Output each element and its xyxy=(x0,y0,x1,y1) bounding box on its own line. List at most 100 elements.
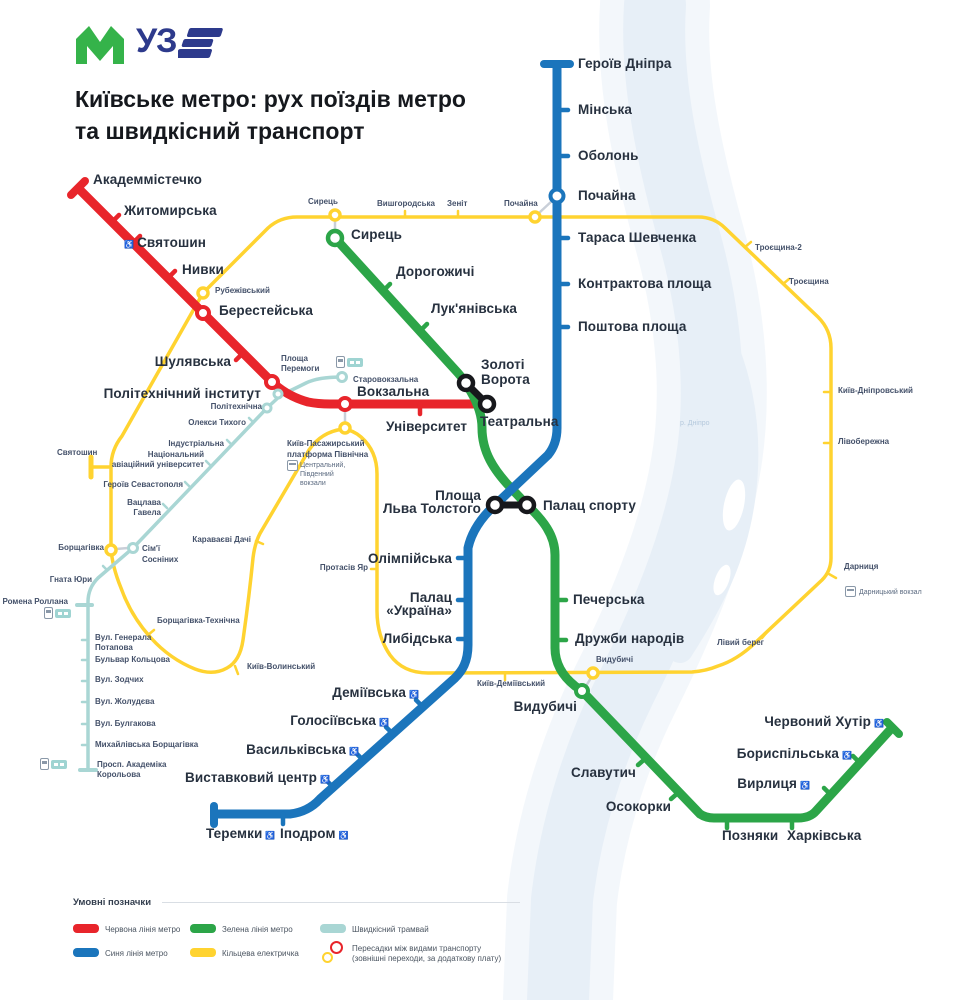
station-label-syrets-ring: Сирець xyxy=(308,197,338,206)
station-label-kyiv-pasazhyrskyi-2: платформа Північна xyxy=(287,450,369,459)
station-marker-pochaina-blue xyxy=(548,187,566,205)
station-label-pochaina-ring: Почайна xyxy=(504,199,538,208)
legend-label-tram: Швидкісний трамвай xyxy=(352,925,429,934)
station-marker-teatralna xyxy=(477,394,497,414)
wheelchair-icon: ♿ xyxy=(799,781,810,790)
station-label-text: Святошин xyxy=(137,235,206,250)
station-label-hnata-yury: Гната Юри xyxy=(49,575,92,584)
tram-route-badge xyxy=(55,609,71,618)
station-label-vatslava-havela-1: Вацлава xyxy=(127,498,161,507)
station-label-ipodrom: Іподром♿ xyxy=(280,827,349,841)
station-label-minska: Мінська xyxy=(578,102,632,117)
metro-logo xyxy=(74,24,126,71)
legend-title: Умовні позначки xyxy=(73,897,152,908)
station-label-teremky: Теремки♿ xyxy=(206,827,275,841)
red-line-ticks xyxy=(109,212,423,417)
station-label-vyshhorodska: Вишгородська xyxy=(377,199,435,208)
station-label-heroiv-dnipra: Героїв Дніпра xyxy=(578,56,672,71)
blue-line-ticks xyxy=(280,107,571,827)
station-label-text: Деміївська xyxy=(332,685,406,700)
station-label-nyvky: Нивки xyxy=(182,262,224,277)
station-label-druzhby-narodiv: Дружби народів xyxy=(575,631,685,646)
station-sublabel-tsentralnyi: Центральний, xyxy=(300,462,346,469)
station-label-text: Червоний Хутір xyxy=(764,714,871,729)
station-label-text: Іподром xyxy=(280,826,336,841)
station-label-universytet: Університет xyxy=(386,419,468,434)
station-label-vokzalna: Вокзальна xyxy=(357,384,430,399)
station-label-vyrlytsia: Вирлиця♿ xyxy=(737,777,810,791)
wheelchair-icon: ♿ xyxy=(378,718,389,727)
station-label-simi-sosninykh-1: Сім'ї xyxy=(142,544,161,553)
blue-line xyxy=(210,60,574,828)
wheelchair-icon: ♿ xyxy=(124,240,135,249)
station-label-kharkivska: Харківська xyxy=(787,828,862,843)
station-marker-vydubychi-green xyxy=(574,683,590,699)
station-label-nau-1: Національний xyxy=(147,450,204,459)
station-label-berestejska: Берестейська xyxy=(219,303,313,318)
station-label-zhytomyrska: Житомирська xyxy=(124,203,217,218)
transfer-dumbbells xyxy=(456,373,537,515)
station-label-pecherska: Печерська xyxy=(573,592,645,607)
station-label-heroiv-sevastopolia: Героїв Севастополя xyxy=(103,480,183,489)
station-label-vul-zodchykh: Вул. Зодчих xyxy=(95,675,144,684)
wheelchair-icon: ♿ xyxy=(873,719,884,728)
station-label-politekhnichna-tram: Політехнічна xyxy=(210,402,262,411)
station-label-sviatoshyn-red: ♿Святошин xyxy=(124,236,206,250)
station-label-ploshcha-lva-tolstoho-1: Площа xyxy=(435,488,481,503)
station-label-simi-sosninykh-2: Сосніних xyxy=(142,555,179,564)
station-label-kyiv-dniprovskyi: Київ-Дніпровський xyxy=(838,386,913,395)
tram-icon xyxy=(40,758,49,770)
station-label-text: Вирлиця xyxy=(737,776,797,791)
station-sublabel-vokzaly: вокзали xyxy=(300,480,326,487)
station-marker-kyiv-pasazhyrskyi xyxy=(338,421,352,435)
station-marker-ploshcha-peremohy xyxy=(272,388,284,400)
station-label-vydubychi-green: Видубичі xyxy=(513,699,577,714)
station-label-borshchahivka-tekhnichna: Борщагівка-Технічна xyxy=(157,616,240,625)
station-label-rubezhivskyi: Рубежівський xyxy=(215,286,270,295)
station-label-shuliavska: Шулявська xyxy=(154,354,231,369)
station-label-palats-ukraina-1: Палац xyxy=(409,590,452,605)
station-label-nau-2: авіаційний університет xyxy=(111,460,204,469)
station-marker-ploshcha-lva-tolstoho xyxy=(485,495,505,515)
station-label-oleksy-tykhoho: Олекси Тихого xyxy=(188,418,246,427)
station-label-teatralna: Театральна xyxy=(480,414,559,429)
station-label-mykhailivska-borshchahivka: Михайлівська Борщагівка xyxy=(95,740,199,749)
legend-label-transfer-2: (зовнішні переходи, за додаткову плату) xyxy=(352,954,502,963)
station-label-boryspilska: Бориспільська♿ xyxy=(737,747,852,761)
tram-line-ticks xyxy=(80,416,255,747)
station-marker-syrets-green xyxy=(325,228,345,248)
green-terminal-chervonyi-khutir-bar xyxy=(883,718,903,738)
ring-transfer-circles xyxy=(104,208,600,680)
station-label-vydubychi-ring: Видубичі xyxy=(596,655,634,664)
legend-divider xyxy=(162,902,520,903)
station-marker-rubezhivskyi xyxy=(196,286,210,300)
station-label-protasiv-yar: Протасів Яр xyxy=(319,563,368,572)
station-label-text: Голосіївська xyxy=(290,713,376,728)
station-label-kyiv-demiivskyi: Київ-Деміївський xyxy=(477,679,546,688)
station-label-zoloti-vorota-2: Ворота xyxy=(481,372,530,387)
dnipro-river xyxy=(503,0,767,1000)
station-label-livyi-bereh: Лівий берег xyxy=(717,638,764,647)
wheelchair-icon: ♿ xyxy=(265,831,276,840)
station-label-lukianivska: Лук'янівська xyxy=(431,301,517,316)
station-label-zenit: Зеніт xyxy=(447,199,468,208)
station-label-starovokzalna: Старовокзальна xyxy=(353,375,419,384)
station-label-pozniaky: Позняки xyxy=(722,828,779,843)
station-label-ploshcha-peremohy-2: Перемоги xyxy=(281,364,320,373)
station-label-vasylkivska: Васильківська♿ xyxy=(246,743,359,757)
station-label-korolova-2: Корольова xyxy=(97,770,141,779)
map-title-line1: Київське метро: рух поїздів метро xyxy=(75,86,466,112)
legend-label-transfer-1: Пересадки між видами транспорту xyxy=(352,944,482,953)
red-line xyxy=(67,177,487,417)
station-label-borshchahivka-ring: Борщагівка xyxy=(58,543,104,552)
river-label: р. Дніпро xyxy=(680,420,710,427)
station-label-akademmistechko: Академмістечко xyxy=(93,172,202,187)
station-label-livoberezhna: Лівобережна xyxy=(838,437,890,446)
tram-route-badge xyxy=(347,358,363,367)
station-label-demiivska: Деміївська♿ xyxy=(332,686,419,700)
station-label-slavutych: Славутич xyxy=(570,765,636,780)
station-label-olimpiiska: Олімпійська xyxy=(367,551,452,566)
legend-label-red: Червона лінія метро xyxy=(105,925,181,934)
station-label-syrets-green: Сирець xyxy=(351,227,403,242)
